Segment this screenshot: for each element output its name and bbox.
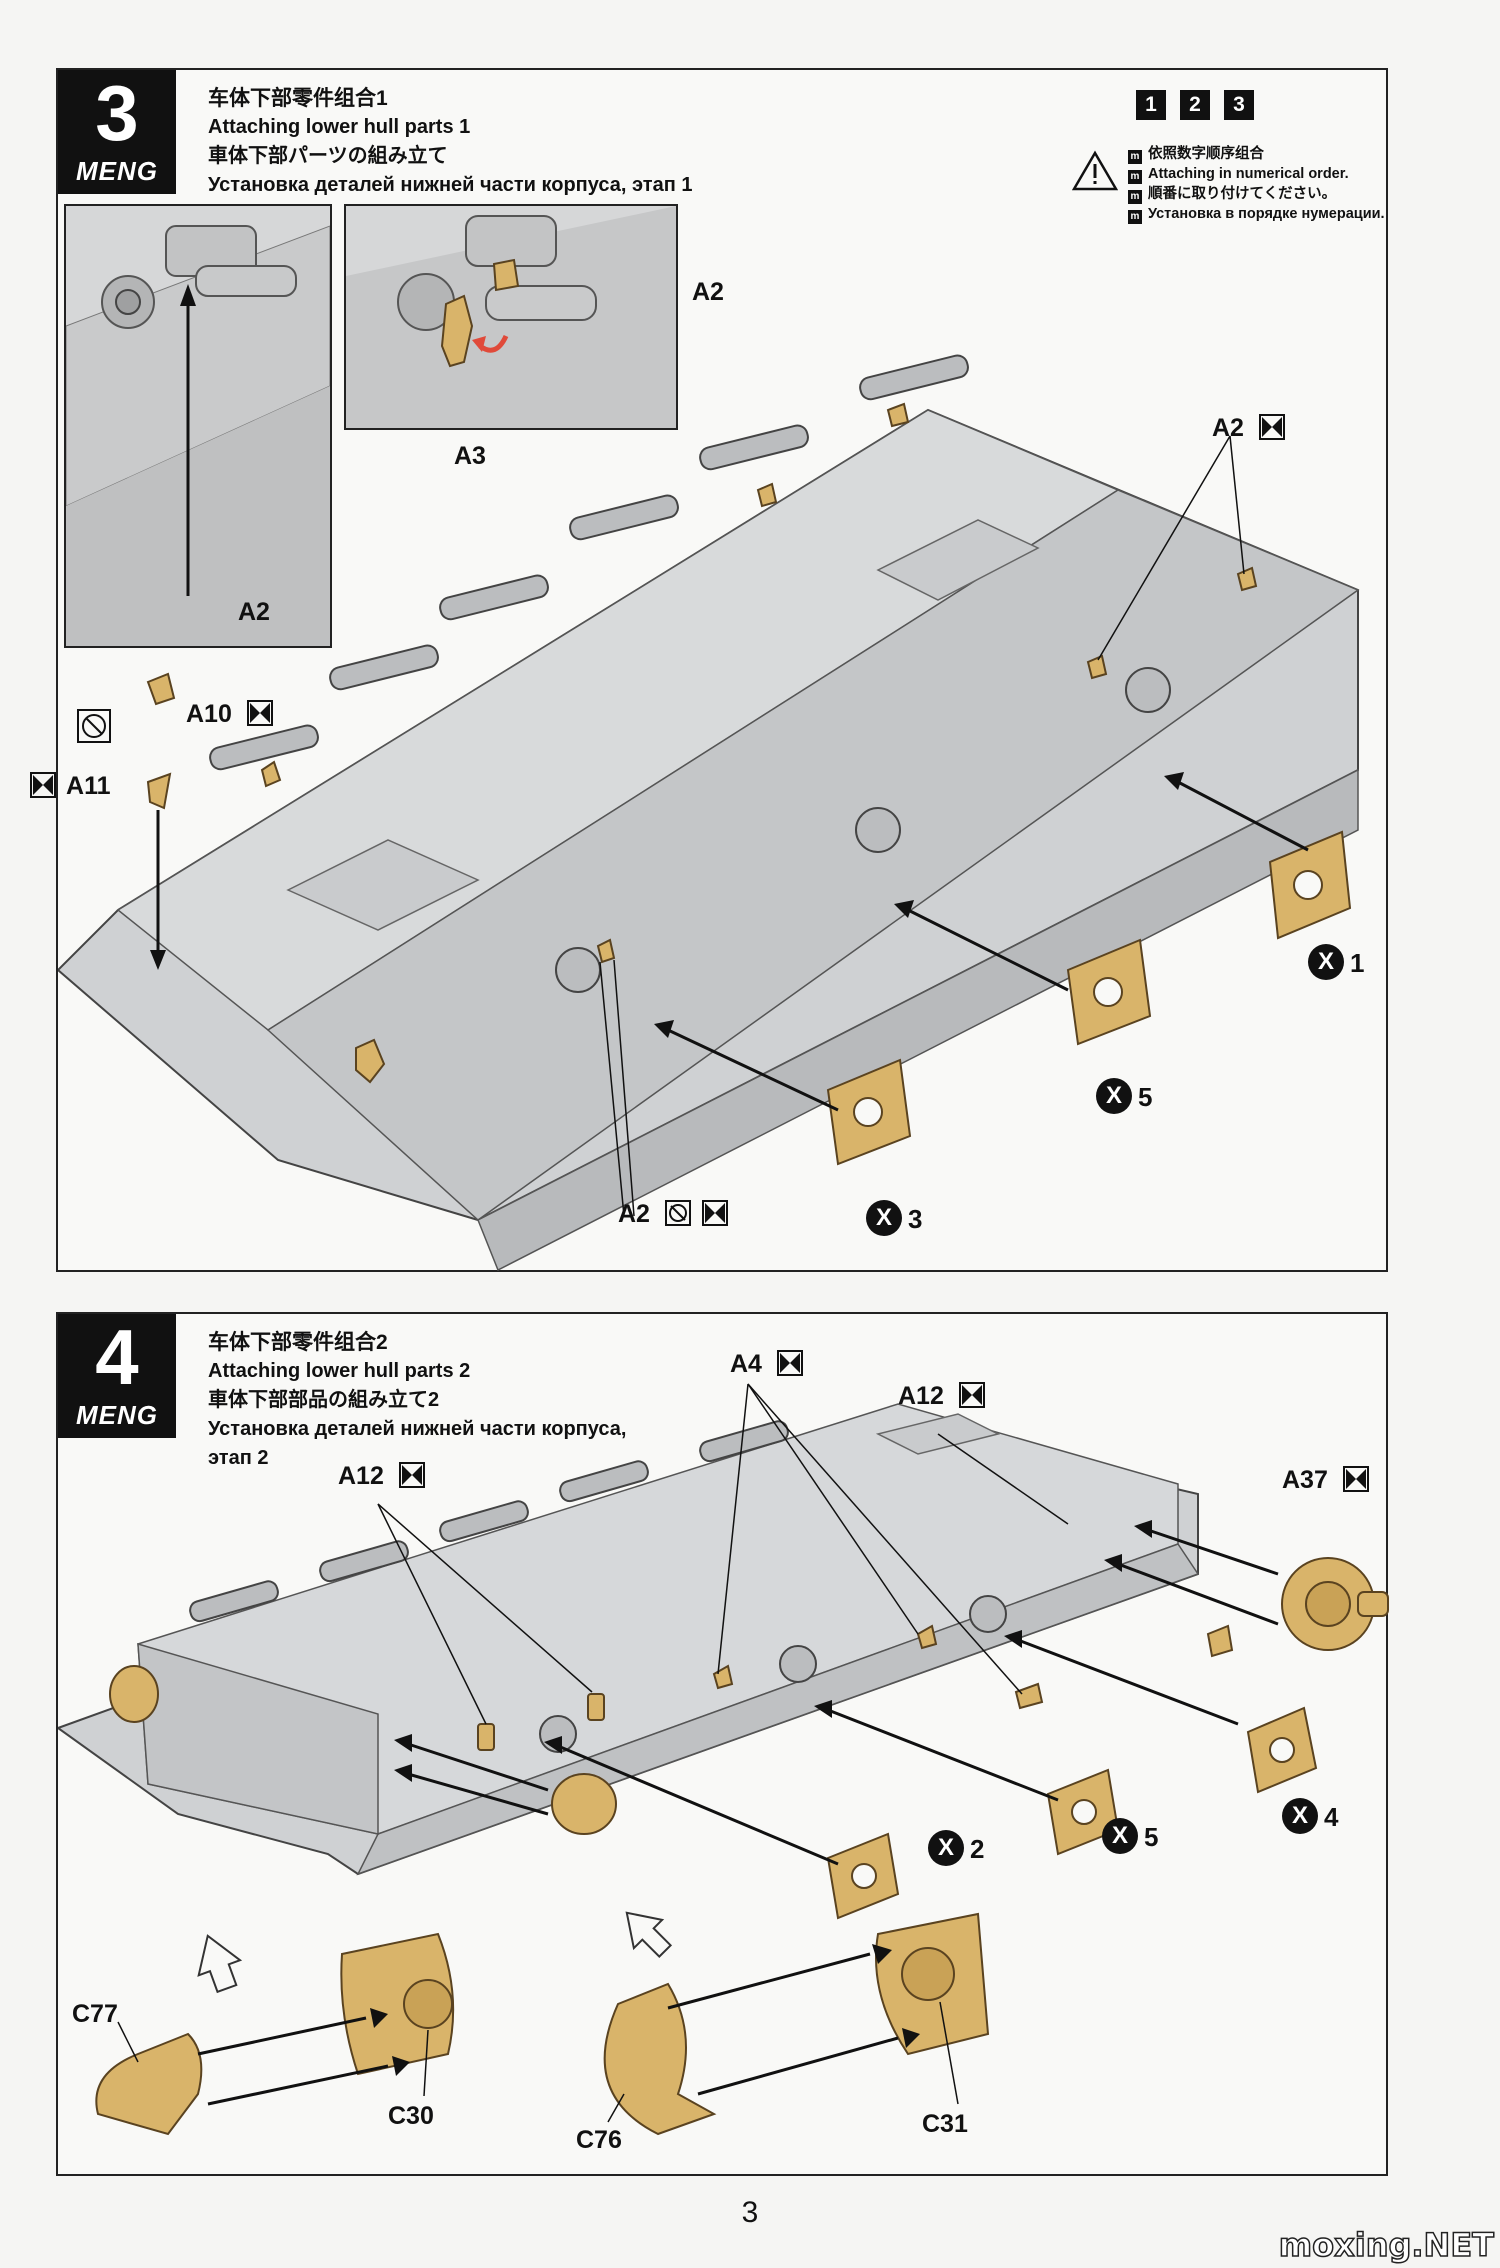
- step-4-badge: 4 MENG: [58, 1314, 176, 1438]
- step-4-hull-drawing: [58, 1383, 1389, 2136]
- order-cn: 依照数字顺序组合: [1148, 146, 1264, 162]
- multiplier-x3-count: 3: [908, 1204, 923, 1234]
- multiplier-x3-symbol: X: [866, 1200, 902, 1236]
- order-numbers: 1 2 3: [1136, 90, 1372, 120]
- lang-icon: m: [1128, 210, 1142, 224]
- multiplier-x2-count: 2: [970, 1834, 985, 1864]
- label-c31: C31: [922, 2110, 968, 2138]
- title-en: Attaching lower hull parts 1: [208, 116, 471, 138]
- multiplier-x5-symbol: X: [1096, 1078, 1132, 1114]
- order-number-1: 1: [1136, 90, 1166, 120]
- cement-icon: [398, 1462, 425, 1488]
- cement-icon: [776, 1350, 803, 1376]
- order-en: Attaching in numerical order.: [1148, 166, 1349, 182]
- title-ru-line-2: этап 2: [208, 1447, 269, 1469]
- title-jp: 車体下部部品の組み立て2: [208, 1389, 440, 1411]
- cement-icon: [30, 772, 56, 798]
- step-3-panel: 3 MENG 车体下部零件组合1 Attaching lower hull pa…: [30, 68, 1388, 1272]
- title-en: Attaching lower hull parts 2: [208, 1360, 471, 1382]
- label-a11-text: A11: [66, 772, 111, 800]
- order-ru: Установка в порядке нумерации.: [1148, 206, 1385, 222]
- cement-icon: [246, 700, 273, 726]
- inset-1: [64, 204, 332, 648]
- step-number: 3: [95, 69, 139, 157]
- brand-logo: MENG: [76, 156, 158, 186]
- label-c76: C76: [576, 2126, 622, 2154]
- multiplier-x2-symbol: X: [928, 1830, 964, 1866]
- cement-icon: [1342, 1466, 1369, 1492]
- label-a11: A11: [30, 772, 111, 801]
- title-cn: 车体下部零件组合2: [208, 1331, 388, 1354]
- label-a2-top-text: A2: [1212, 414, 1244, 442]
- label-a12-right-text: A12: [898, 1382, 944, 1410]
- cement-icon: [958, 1382, 985, 1408]
- step-3-titles: 车体下部零件组合1 Attaching lower hull parts 1 車…: [208, 84, 692, 200]
- label-a4: A4: [730, 1350, 803, 1379]
- title-ru-line-1: Установка деталей нижней части корпуса,: [208, 1418, 627, 1440]
- inset-2: [344, 204, 678, 430]
- warning-icon: [1072, 150, 1118, 191]
- label-a12-left-text: A12: [338, 1462, 384, 1490]
- step-3-hull-drawing: [58, 354, 1360, 1272]
- multiplier-x5-count: 5: [1138, 1082, 1153, 1112]
- step-4-panel: 4 MENG 车体下部零件组合2 Attaching lower hull pa…: [56, 1312, 1389, 2176]
- label-c30: C30: [388, 2102, 434, 2130]
- label-a12-right: A12: [898, 1382, 985, 1411]
- multiplier-x1-count: 1: [1350, 948, 1365, 978]
- label-c77: C77: [72, 2000, 118, 2028]
- inset-2-drawing: [346, 206, 676, 428]
- cement-icon: [1258, 414, 1285, 440]
- no-glue-icon: [77, 709, 111, 743]
- order-number-2: 2: [1180, 90, 1210, 120]
- no-glue-icon: [664, 1200, 691, 1226]
- multiplier-x5-symbol: X: [1102, 1818, 1138, 1854]
- lang-icon: m: [1128, 190, 1142, 204]
- step-4-titles: 车体下部零件组合2 Attaching lower hull parts 2 車…: [208, 1328, 626, 1473]
- step-number: 4: [95, 1313, 139, 1401]
- order-number-3: 3: [1224, 90, 1254, 120]
- title-jp: 車体下部パーツの組み立て: [208, 145, 448, 167]
- lang-icon: m: [1128, 170, 1142, 184]
- label-a37-text: A37: [1282, 1466, 1328, 1494]
- step-3-badge: 3 MENG: [58, 70, 176, 194]
- title-cn: 车体下部零件组合1: [208, 87, 388, 110]
- label-a2-bottom: A2: [618, 1200, 728, 1229]
- multiplier-x4-symbol: X: [1282, 1798, 1318, 1834]
- label-a12-left: A12: [338, 1462, 425, 1491]
- inset-1-drawing: [66, 206, 330, 646]
- multiplier-x4-count: 4: [1324, 1802, 1339, 1832]
- label-a37: A37: [1282, 1466, 1369, 1495]
- watermark: moxing.NET: [1278, 2225, 1495, 2265]
- label-a2-top: A2: [1212, 414, 1285, 443]
- multiplier-x5-count: 5: [1144, 1822, 1159, 1852]
- label-a10: A10: [186, 700, 273, 729]
- label-inset1-a2: A2: [238, 598, 270, 626]
- label-inset2-a2: A2: [692, 278, 724, 306]
- lang-icon: m: [1128, 150, 1142, 164]
- label-a10-text: A10: [186, 700, 232, 728]
- brand-logo: MENG: [76, 1400, 158, 1430]
- cement-icon: [701, 1200, 728, 1226]
- label-a2-bottom-text: A2: [618, 1200, 650, 1228]
- title-ru: Установка деталей нижней части корпуса, …: [208, 174, 693, 196]
- multiplier-x1-symbol: X: [1308, 944, 1344, 980]
- label-a4-text: A4: [730, 1350, 762, 1378]
- order-jp: 順番に取り付けてください。: [1148, 186, 1337, 202]
- page-number: 3: [741, 2196, 759, 2229]
- label-inset2-a3: A3: [454, 442, 486, 470]
